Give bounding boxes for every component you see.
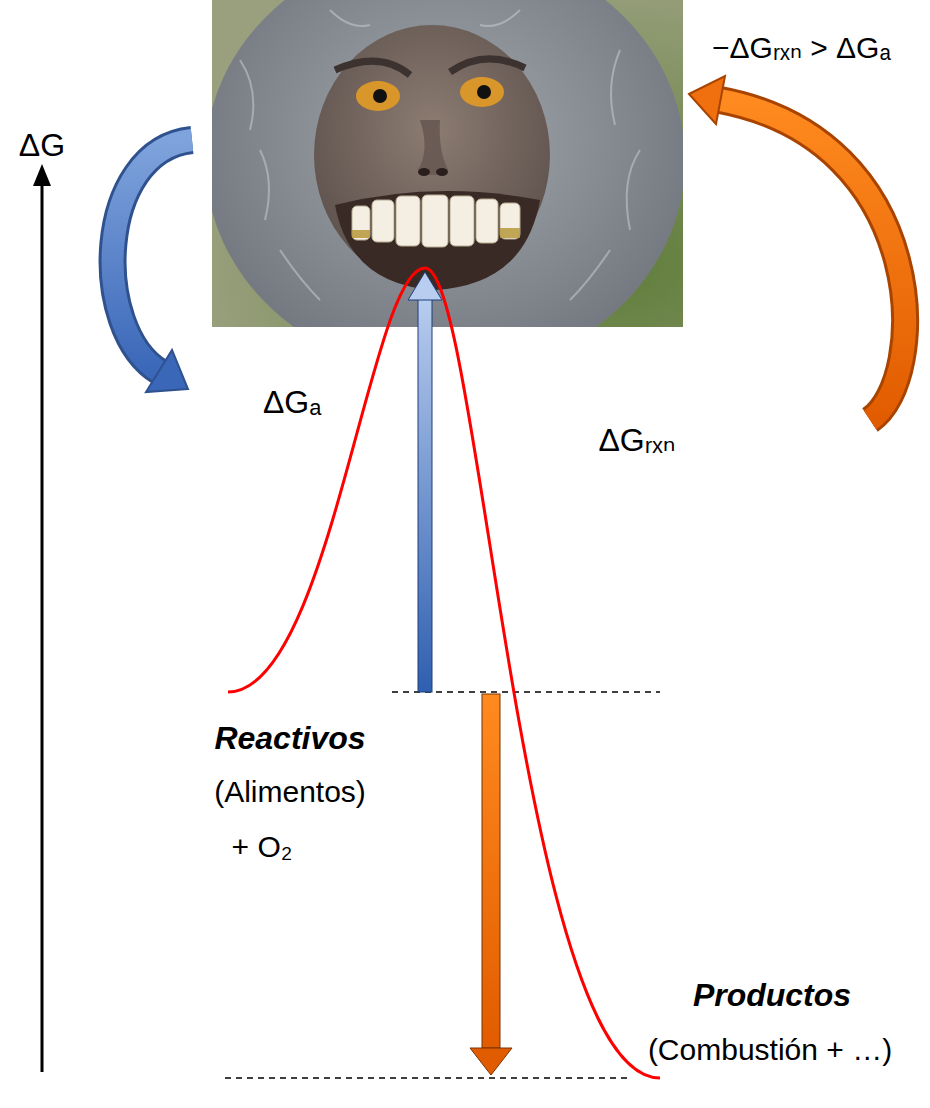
activation-label-box: ΔGₐ (263, 384, 321, 421)
energy-axis (33, 164, 51, 1072)
reaction-energy-label: ΔGᵣₓₙ (598, 422, 675, 459)
inequality-note-box: −ΔGᵣₓₙ > ΔGₐ (712, 31, 891, 66)
activation-label: ΔGₐ (263, 384, 321, 421)
release-curved-arrow (689, 76, 905, 420)
axis-label: ΔG (19, 127, 65, 164)
products-note: (Combustión + …) (648, 1033, 892, 1068)
reaction-energy-arrow (470, 694, 512, 1075)
activation-energy-arrow (408, 272, 442, 692)
activation-curved-arrow (113, 140, 192, 392)
products-heading-box: Productos (693, 977, 851, 1014)
reactants-note-box: (Alimentos) (214, 775, 366, 810)
reactants-note: (Alimentos) (214, 775, 366, 810)
oxygen-label-box: + O₂ (232, 830, 293, 865)
reaction-energy-label-box: ΔGᵣₓₙ (598, 422, 675, 459)
products-note-box: (Combustión + …) (648, 1033, 892, 1068)
reaction-profile-curve (228, 268, 660, 1078)
reactants-heading: Reactivos (214, 720, 365, 757)
inequality-note: −ΔGᵣₓₙ > ΔGₐ (712, 31, 891, 66)
oxygen-label: + O₂ (232, 830, 293, 865)
reactants-heading-box: Reactivos (214, 720, 365, 757)
axis-label-box: ΔG (19, 127, 65, 164)
monkey-photo (212, 0, 683, 327)
products-heading: Productos (693, 977, 851, 1014)
